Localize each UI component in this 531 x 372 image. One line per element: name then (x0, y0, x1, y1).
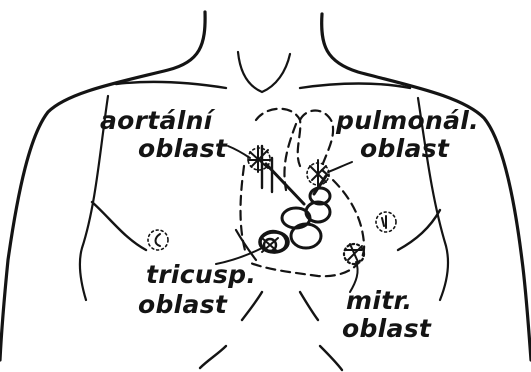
tricuspid-point (262, 238, 278, 252)
aortic-point (248, 146, 270, 172)
heart-valves (260, 146, 330, 252)
aortic-area-label-line2: oblast (138, 136, 227, 162)
mitral-area-label-line2: oblast (342, 316, 431, 342)
right-nipple-marker (376, 212, 396, 232)
pulmonary-area-label-line2: oblast (360, 136, 449, 162)
tricuspid-area-label-line2: oblast (138, 292, 227, 318)
pulmonary-area-label-line1: pulmonál. (336, 108, 479, 134)
left-nipple-marker (148, 230, 168, 250)
mitral-area-label-line1: mitr. (346, 288, 412, 314)
tricuspid-area-label-line1: tricusp. (146, 262, 256, 288)
torso-outline (0, 12, 531, 360)
aortic-area-label-line1: aortální (100, 108, 213, 134)
mitral-point (344, 244, 364, 264)
